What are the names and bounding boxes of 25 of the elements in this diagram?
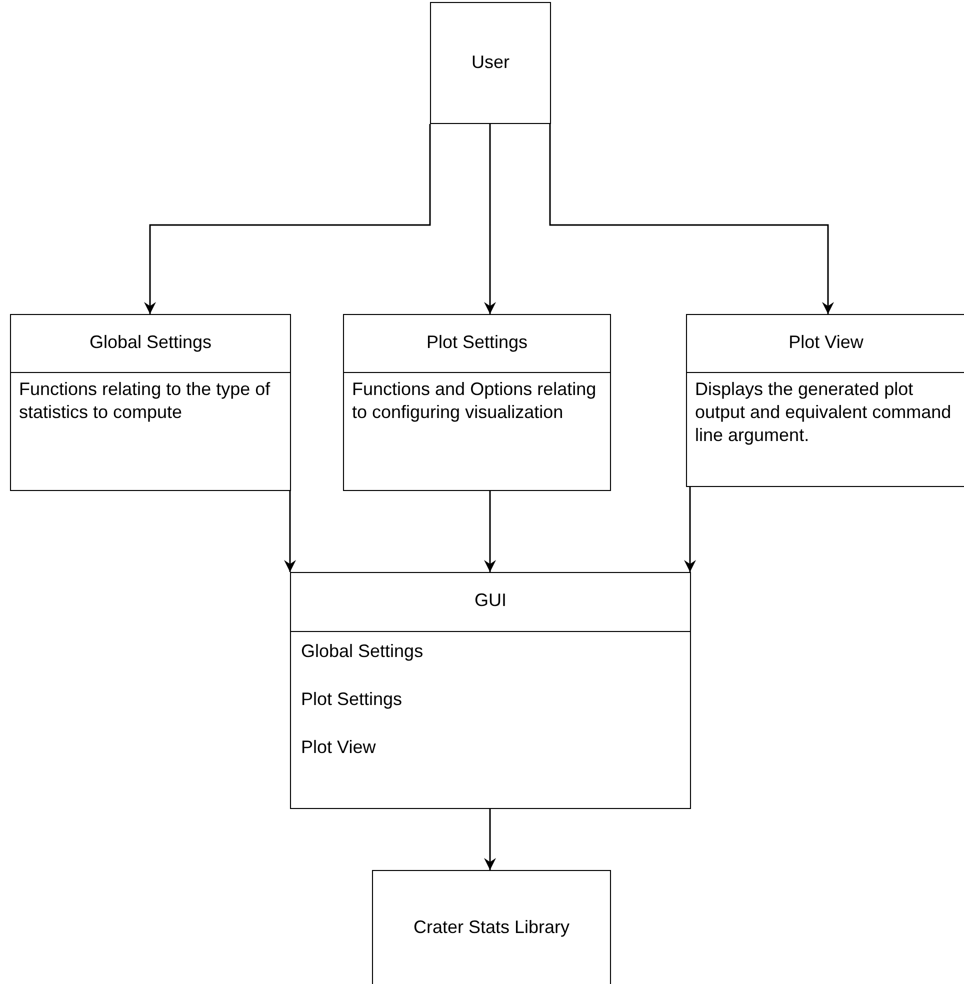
box-heading: GUI xyxy=(473,589,508,612)
box-heading: Plot View xyxy=(788,330,864,354)
box-description: Functions and Options relating to configuring visualization xyxy=(352,378,598,424)
arrow xyxy=(484,809,496,870)
process-box xyxy=(372,870,611,984)
component-box xyxy=(686,314,964,487)
box-description: Displays the generated plot output and equivalent command line argument. xyxy=(695,378,952,447)
box-heading: Global Settings xyxy=(88,330,213,354)
box-label: User xyxy=(470,51,510,74)
arrow xyxy=(484,124,496,314)
arrow xyxy=(284,491,296,572)
process-box xyxy=(430,2,551,124)
component-box xyxy=(343,314,611,491)
arrow xyxy=(144,124,431,314)
arrow xyxy=(484,491,496,572)
box-heading: Plot Settings xyxy=(425,330,529,354)
list-item: Global Settings xyxy=(301,640,424,663)
arrow xyxy=(549,124,834,314)
arrow xyxy=(684,487,696,572)
component-box xyxy=(290,572,691,809)
box-label: Crater Stats Library xyxy=(412,916,571,939)
list-item: Plot View xyxy=(301,736,377,759)
list-item: Plot Settings xyxy=(301,688,404,711)
component-box xyxy=(10,314,291,491)
box-description: Functions relating to the type of statistics to compute xyxy=(19,378,272,424)
